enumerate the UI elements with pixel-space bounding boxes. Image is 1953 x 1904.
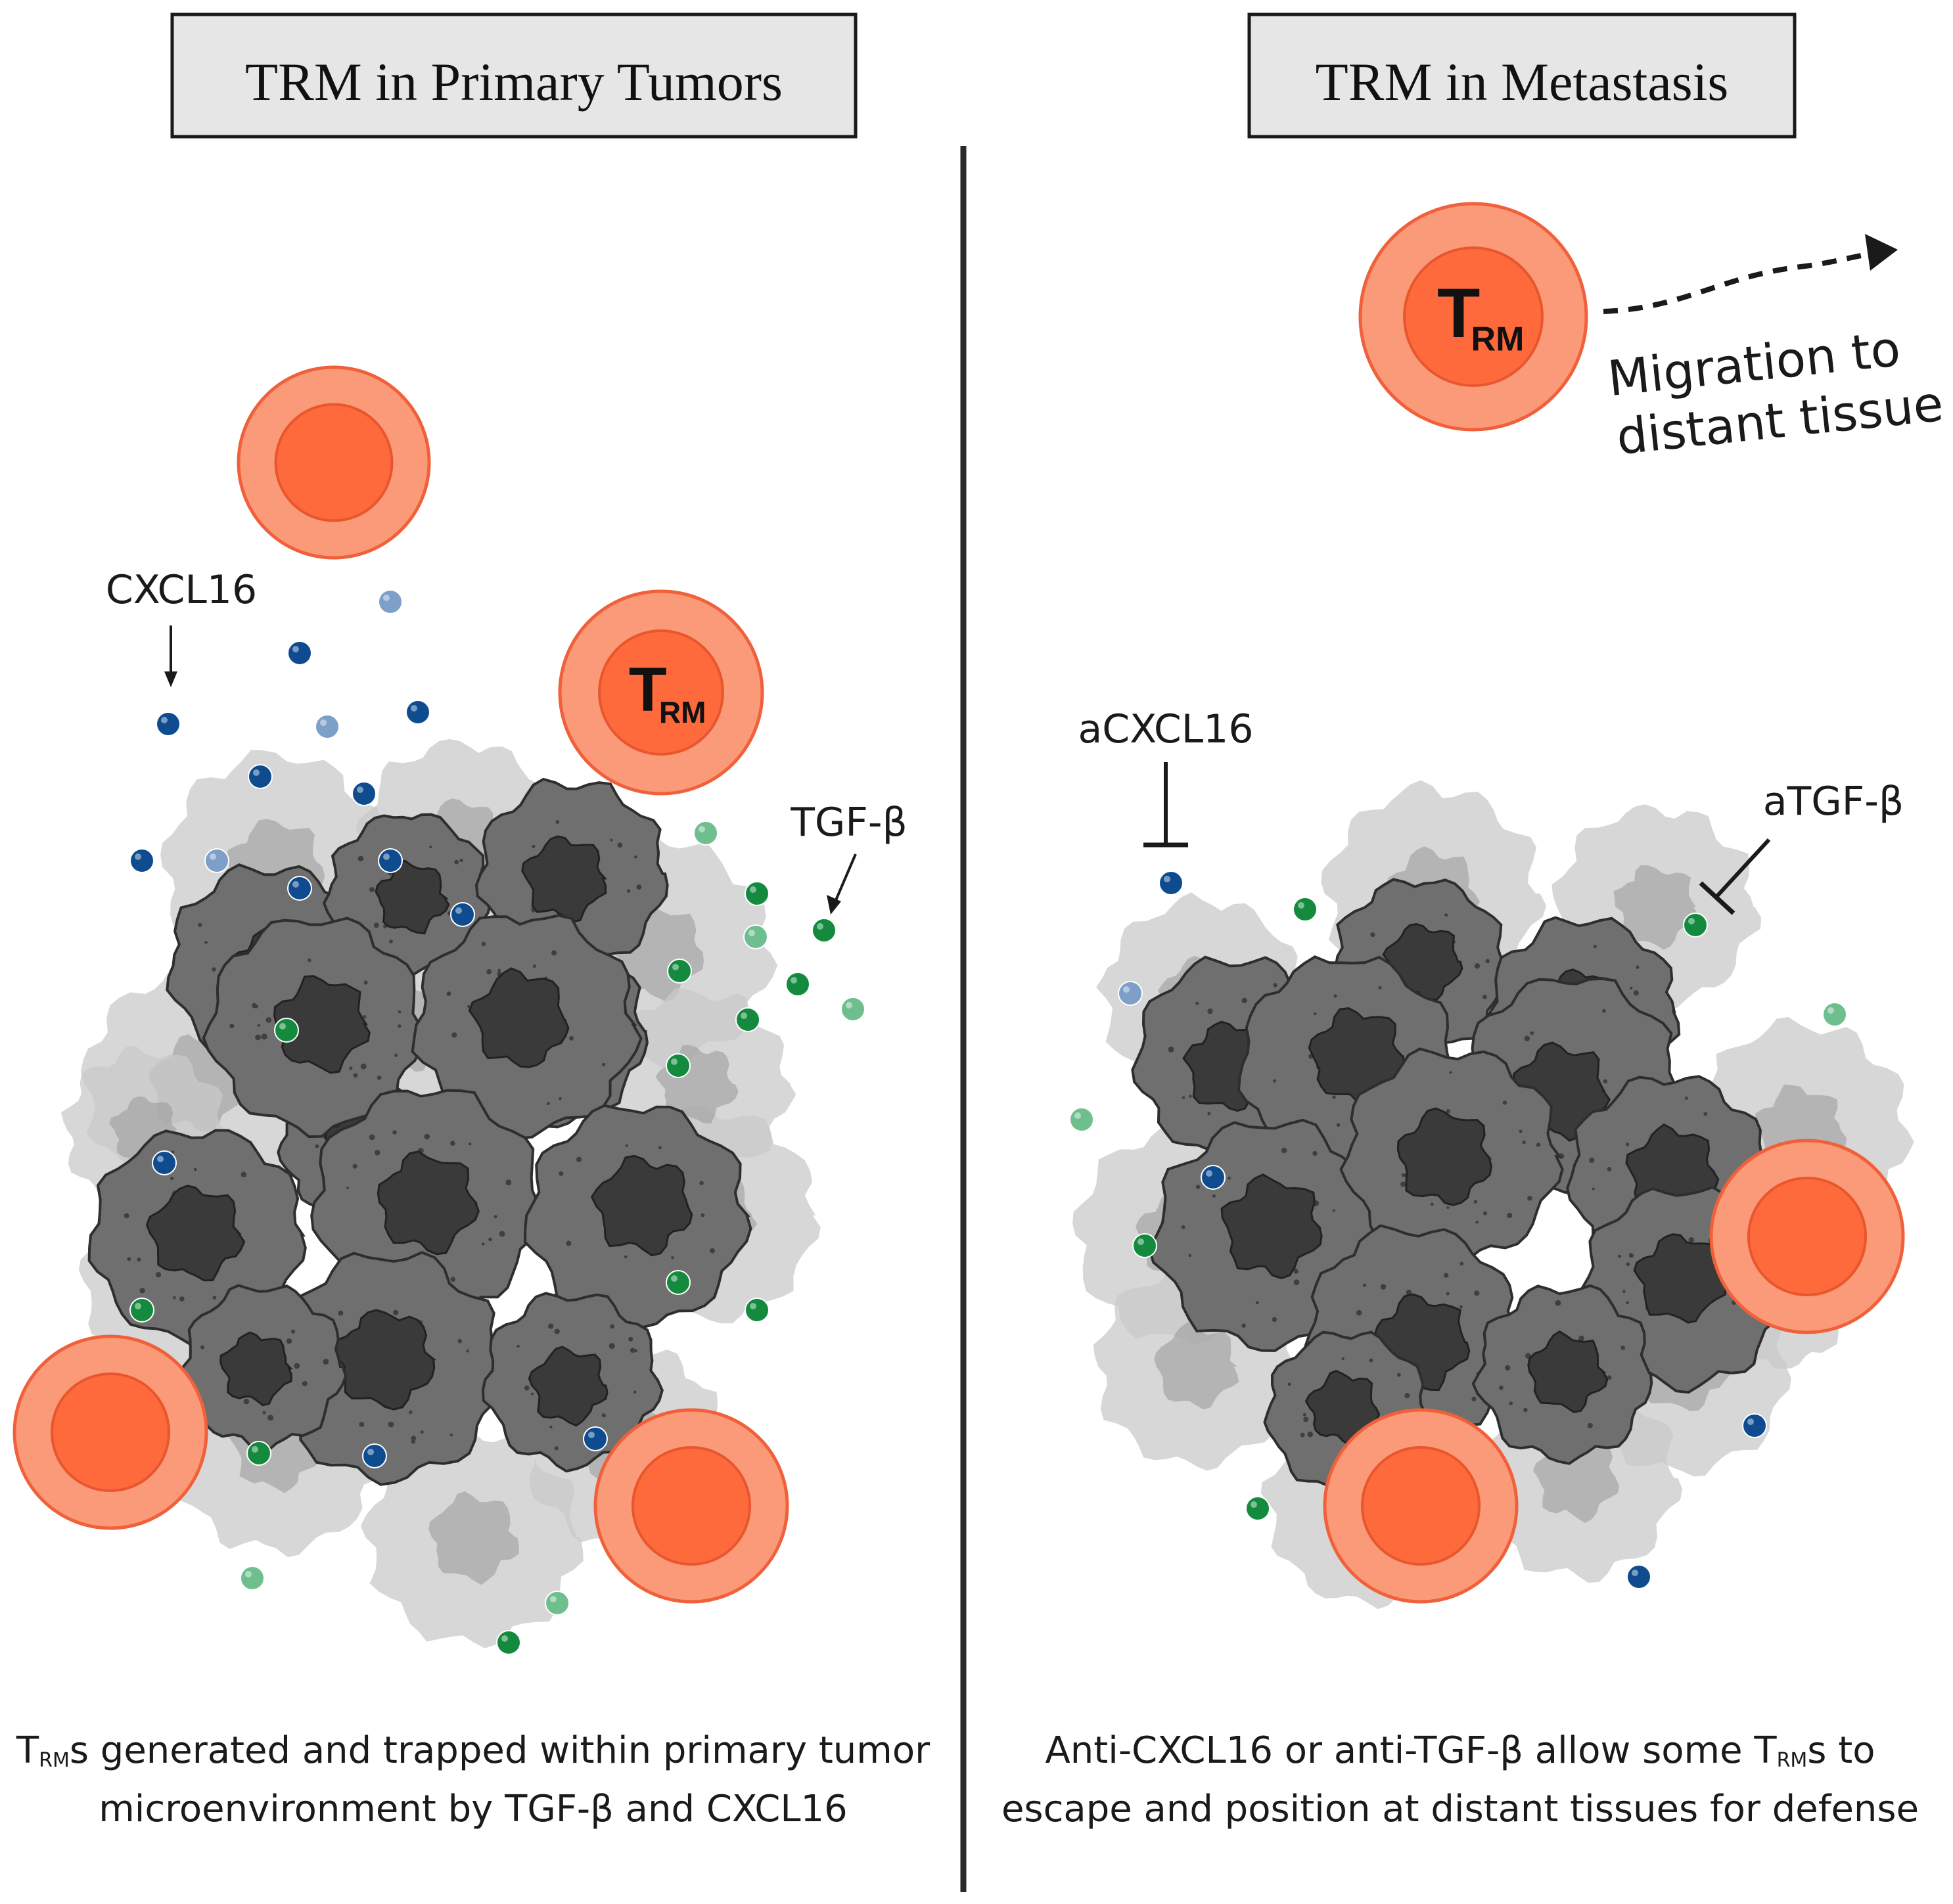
left-caption-line2: microenvironment by TGF-β and CXCL16 [99,1788,848,1830]
tumor-cell-light [360,1425,584,1648]
tumor-cell-dark [1471,1284,1653,1465]
trm-cell [12,1334,208,1530]
atgf-beta-label: aTGF-β [1763,779,1904,825]
tgf-beta-arrow [827,853,857,915]
tgf-beta-molecule [1245,1496,1270,1521]
cxcl16-molecule [129,848,154,873]
tgf-beta-molecule [496,1630,521,1655]
tgf-beta-molecule [1069,1107,1094,1132]
cxcl16-molecule [450,902,475,927]
left-caption-line1-text: s generated and trapped within primary t… [69,1729,931,1772]
tumor-cell-dark [270,1251,504,1486]
cxcl16-molecule [378,589,403,614]
tgf-beta-molecule [1683,913,1708,938]
tgf-beta-molecule [693,821,718,846]
right-caption-line2: escape and position at distant tissues f… [1001,1788,1919,1830]
trm-label-sub: RM [659,695,706,729]
trm-cell [1709,1139,1905,1334]
trm-label: T [629,655,667,725]
tgf-beta-molecule [785,972,810,997]
left-caption-line1: TRMs generated and trapped within primar… [13,1727,933,1785]
right-caption-trm-sub: RM [1776,1749,1808,1772]
tgf-beta-molecule [666,1053,691,1078]
cxcl16-molecule [248,764,273,789]
tgf-beta-molecule [240,1566,265,1591]
cxcl16-molecule [156,712,181,737]
cxcl16-arrow [164,625,177,687]
tgf-beta-molecule [666,1270,691,1295]
cxcl16-molecule [1118,981,1143,1006]
cxcl16-molecule [152,1150,177,1175]
tgf-beta-molecule [246,1441,271,1466]
tgf-beta-molecule [1822,1002,1847,1027]
trm-cell [1323,1408,1519,1604]
atgf-beta-inhibition-marker [1699,838,1771,915]
tgf-beta-molecule [745,1298,770,1323]
right-caption-line1-end: s to [1807,1729,1875,1772]
right-caption-line1-text: Anti-CXCL16 or anti-TGF-β allow some T [1045,1729,1777,1772]
migration-text: Migration to distant tissue [1605,321,1946,466]
cxcl16-molecule [315,714,340,739]
cxcl16-molecule [1159,871,1183,895]
left-panel-title: TRM in Primary Tumors [245,52,783,112]
left-caption: TRMs generated and trapped within primar… [13,1727,933,1834]
cxcl16-label: CXCL16 [106,567,257,613]
cxcl16-molecule [362,1443,387,1468]
tumor-cell-dark [202,917,430,1139]
left-caption-trm: T [16,1729,39,1772]
tgf-beta-molecule [1132,1233,1157,1258]
trm-cell-labeled: TRM [1358,202,1588,432]
migration-arrow [1603,234,1898,314]
acxcl16-label: aCXCL16 [1078,706,1253,752]
tgf-beta-molecule [812,918,837,943]
tumor-cell-dark [481,1292,664,1473]
cxcl16-molecule [204,848,229,873]
acxcl16-inhibition-marker [1143,762,1188,848]
left-title-box: TRM in Primary Tumors [170,12,858,139]
cxcl16-molecule [583,1426,608,1451]
cxcl16-molecule [1626,1564,1651,1589]
tumor-cell-dark [523,1104,752,1328]
cxcl16-molecule [1742,1413,1767,1438]
tumor-cell-dark [178,1284,348,1453]
trm-label: T [1437,273,1480,352]
tgf-beta-label: TGF-β [790,800,908,846]
cxcl16-molecule [1201,1165,1226,1190]
trm-label-sub: RM [1471,321,1525,359]
tgf-beta-molecule [840,997,865,1022]
right-panel-title: TRM in Metastasis [1316,52,1729,112]
tgf-beta-molecule [1293,897,1318,922]
molecules-layer [129,589,1847,1655]
tgf-beta-molecule [743,924,768,949]
right-title-box: TRM in Metastasis [1247,12,1797,139]
cxcl16-molecule [287,641,312,666]
trm-cell-labeled: TRM [558,589,764,796]
left-caption-trm-sub: RM [39,1749,70,1772]
tumor-cell-dark [1339,1047,1564,1270]
trm-cell [237,365,431,560]
tumor-cell-dark [411,914,643,1140]
tgf-beta-molecule [274,1018,299,1043]
tgf-beta-molecule [545,1591,570,1616]
tgf-beta-molecule [735,1007,760,1032]
cxcl16-molecule [287,876,312,901]
cxcl16-molecule [405,700,430,725]
trm-cell [593,1408,789,1604]
tgf-beta-molecule [667,959,692,984]
cxcl16-molecule [378,848,403,873]
cxcl16-molecule [352,781,377,806]
tgf-beta-molecule [745,881,770,906]
right-caption-line1: Anti-CXCL16 or anti-TGF-β allow some TRM… [987,1727,1933,1785]
tgf-beta-molecule [129,1298,154,1323]
right-caption: Anti-CXCL16 or anti-TGF-β allow some TRM… [987,1727,1933,1834]
